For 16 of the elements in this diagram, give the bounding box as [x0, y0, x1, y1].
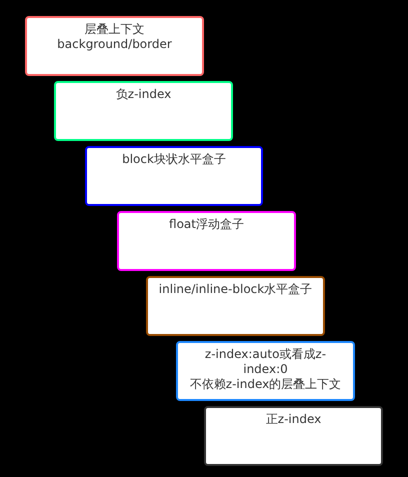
- layer-card: [117, 211, 296, 271]
- layer-card: [176, 341, 355, 401]
- layer-label: inline/inline-block水平盒子: [158, 282, 314, 297]
- layer-label: float浮动盒子: [168, 217, 245, 232]
- layer-card: [146, 276, 325, 336]
- layer-card: [85, 146, 263, 206]
- layer-label: 正z-index: [264, 412, 322, 427]
- layer-label: block块状水平盒子: [121, 152, 227, 167]
- layer-card: [25, 16, 204, 76]
- layer-card: [54, 81, 233, 141]
- layer-card: [204, 406, 383, 466]
- layer-label: 负z-index: [114, 87, 172, 102]
- layer-label: background/border: [56, 37, 173, 52]
- layer-label: z-index:auto或看成z-index:0: [204, 347, 328, 377]
- layer-label: 层叠上下文: [84, 22, 146, 37]
- layer-label: 不依赖z-index的层叠上下文: [188, 377, 342, 392]
